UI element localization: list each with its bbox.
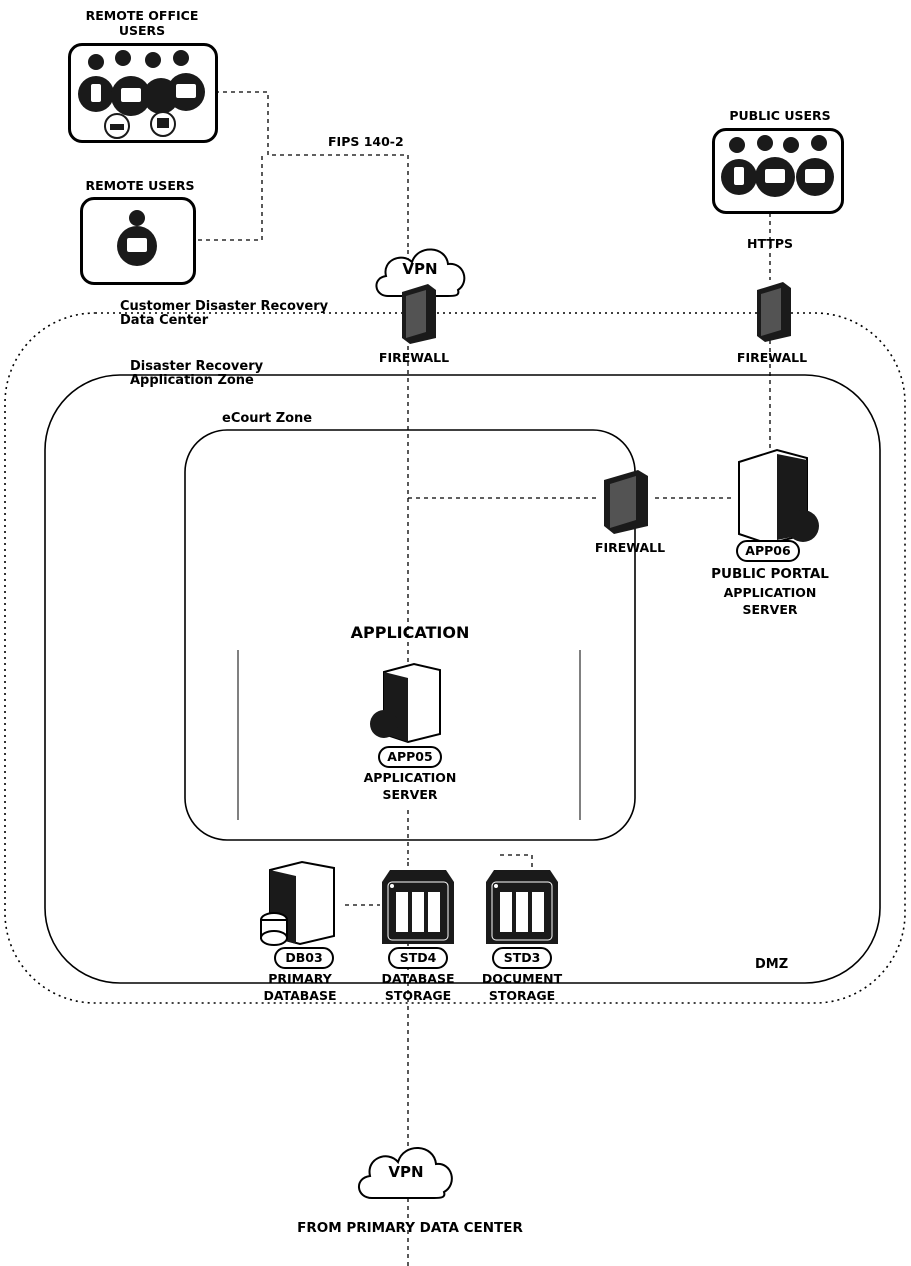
std4-storage-icon <box>382 870 454 944</box>
customer-dr-zone-line1: Customer Disaster Recovery <box>120 299 329 314</box>
remote-users-connector <box>190 155 263 241</box>
https-label: HTTPS <box>747 236 793 251</box>
remote-users-title: REMOTE USERS <box>85 178 195 193</box>
public-users-title: PUBLIC USERS <box>729 108 831 123</box>
std4-title-line2: STORAGE <box>384 988 452 1003</box>
from-primary-data-center-label: FROM PRIMARY DATA CENTER <box>297 1220 523 1236</box>
firewall-middle-icon <box>604 470 648 534</box>
app06-title-line2: APPLICATION <box>723 585 817 600</box>
app06-title-line1: PUBLIC PORTAL <box>711 566 829 582</box>
dr-app-zone-outline <box>44 374 881 984</box>
ecourt-zone-label: eCourt Zone <box>222 411 313 426</box>
public-users-icon <box>721 135 834 197</box>
ecourt-zone-outline <box>184 429 636 841</box>
app05-title-line1: APPLICATION <box>363 770 457 785</box>
remote-office-connector <box>215 91 409 250</box>
remote-office-users-icon <box>78 50 205 139</box>
customer-dr-zone-label: Customer Disaster Recovery Data Center <box>120 300 328 328</box>
dr-app-zone-line1: Disaster Recovery <box>130 359 264 374</box>
remote-users-box <box>80 197 196 285</box>
application-heading: APPLICATION <box>350 623 470 642</box>
firewall-top-right-label: FIREWALL <box>736 350 808 365</box>
app06-title-line3: SERVER <box>742 602 798 617</box>
app05-id-badge: APP05 <box>378 746 442 768</box>
db03-server-icon <box>260 860 335 946</box>
vpn-top-cloud-icon <box>375 248 466 297</box>
remote-office-title-line1: REMOTE OFFICE <box>85 8 199 23</box>
db03-id-badge: DB03 <box>274 947 334 969</box>
dr-app-zone-line2: Application Zone <box>130 373 254 388</box>
firewall-middle-label: FIREWALL <box>594 540 666 555</box>
std3-id-badge: STD3 <box>492 947 552 969</box>
app05-title-line2: SERVER <box>382 787 438 802</box>
std4-id-badge: STD4 <box>388 947 448 969</box>
firewall-top-center-label: FIREWALL <box>378 350 450 365</box>
remote-user-icon <box>117 210 157 266</box>
std3-title-line2: STORAGE <box>488 988 556 1003</box>
vpn-bottom-label: VPN <box>388 1163 424 1181</box>
dr-app-zone-label: Disaster Recovery Application Zone <box>130 360 263 388</box>
vpn-top-label: VPN <box>402 260 438 278</box>
std3-storage-icon <box>486 870 558 944</box>
app06-id-badge: APP06 <box>736 540 800 562</box>
app06-server-icon <box>738 448 819 544</box>
dmz-zone-label: DMZ <box>755 957 789 972</box>
std3-antenna <box>500 854 533 870</box>
firewall-top-center-icon <box>402 284 436 344</box>
customer-dr-zone-line2: Data Center <box>120 313 209 328</box>
std3-title-line1: DOCUMENT <box>481 971 563 986</box>
firewall-top-right-icon <box>757 282 791 342</box>
db03-title-line2: DATABASE <box>263 988 337 1003</box>
remote-office-title-line2: USERS <box>118 23 166 38</box>
public-users-box <box>712 128 844 214</box>
remote-office-users-box <box>68 43 218 143</box>
fips-label: FIPS 140-2 <box>328 134 404 149</box>
customer-dr-zone-outline <box>4 312 906 1004</box>
vpn-bottom-cloud-icon <box>358 1147 453 1199</box>
app05-server-icon <box>370 662 441 744</box>
std4-title-line1: DATABASE <box>381 971 455 986</box>
remote-office-title: REMOTE OFFICE USERS <box>72 8 212 38</box>
db03-title-line1: PRIMARY <box>268 971 332 986</box>
